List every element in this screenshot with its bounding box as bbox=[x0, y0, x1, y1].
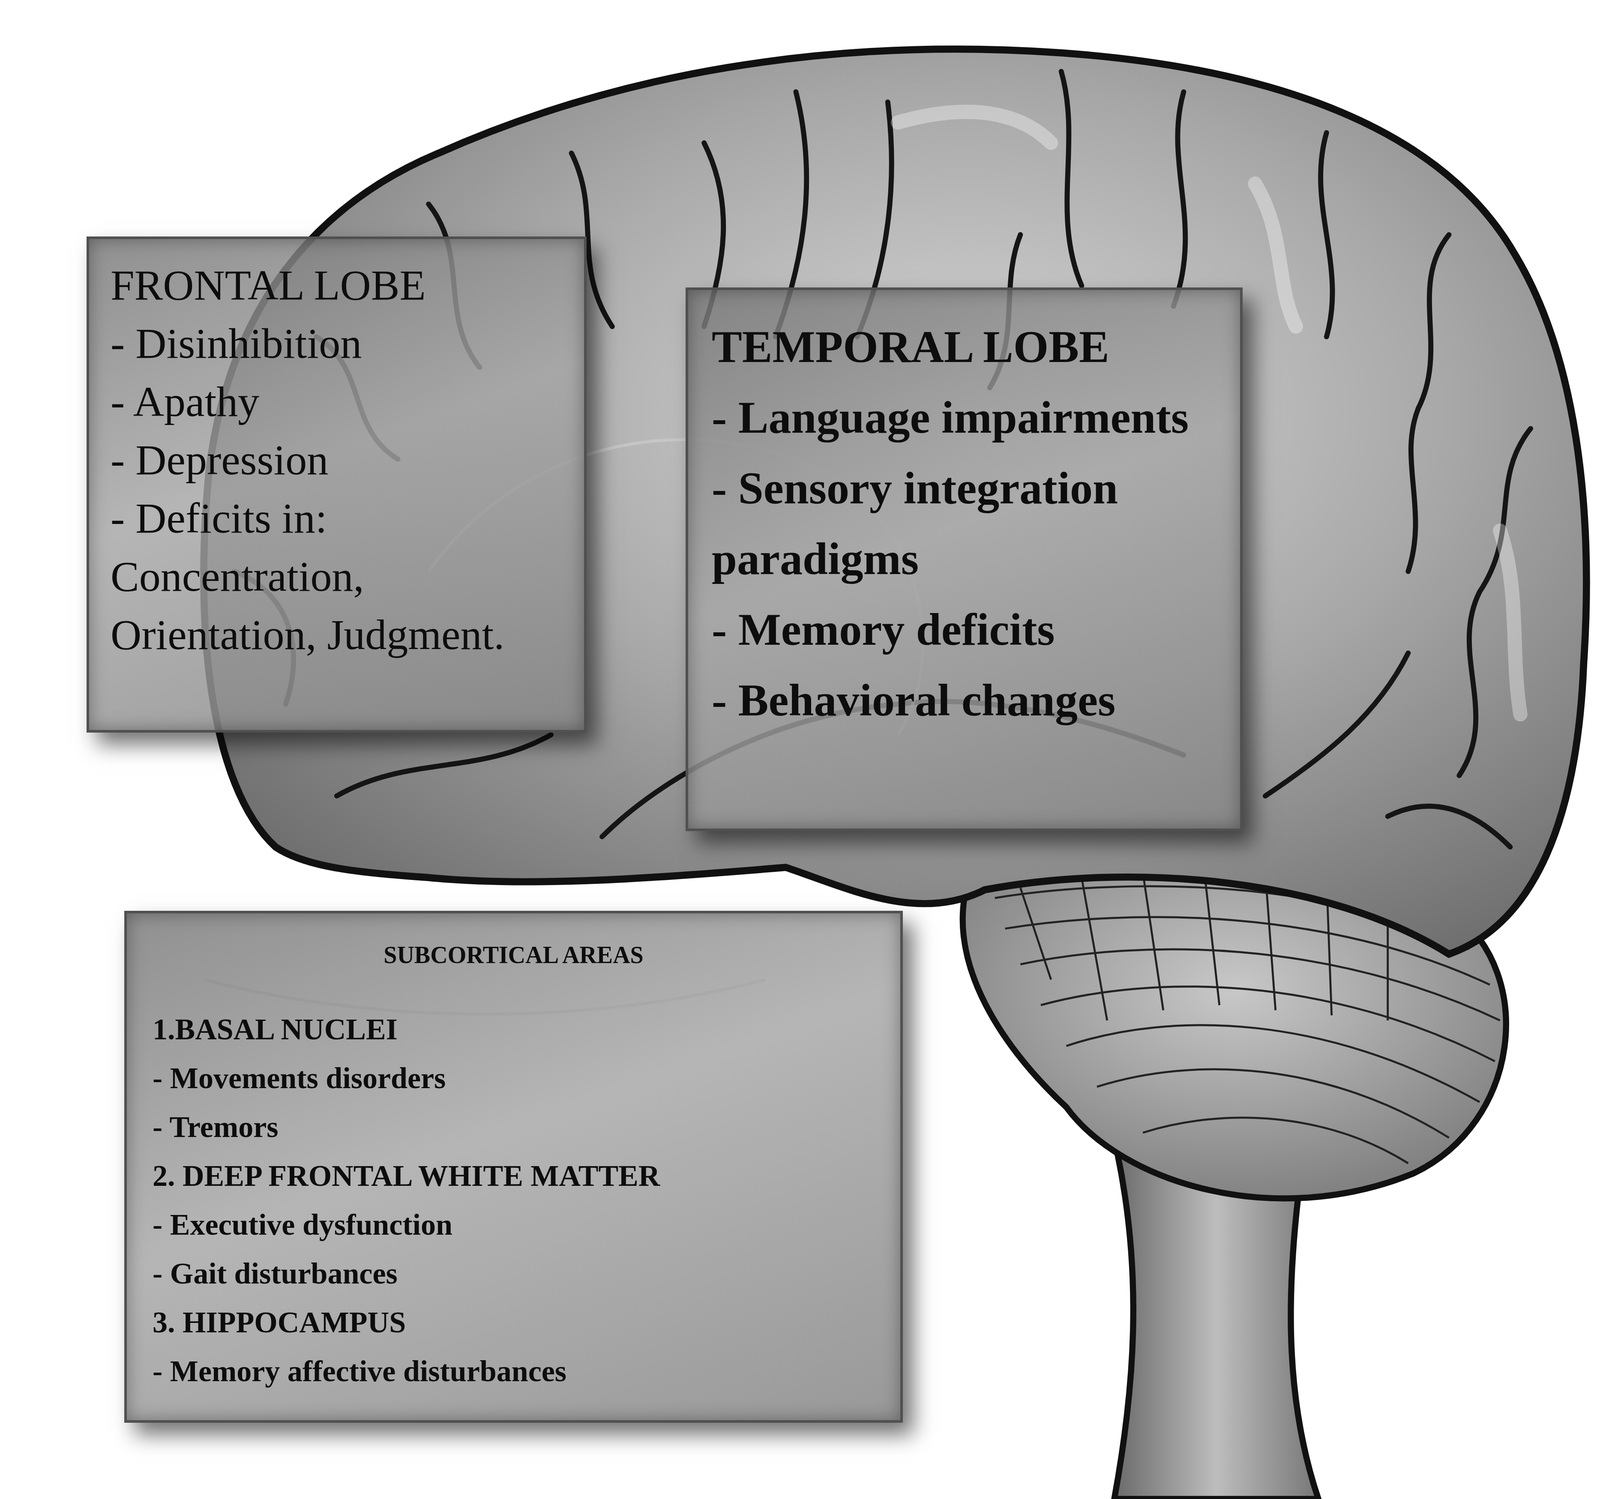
box-item: - Memory affective disturbances bbox=[152, 1347, 875, 1397]
box-item: - Sensory integration paradigms bbox=[711, 452, 1217, 595]
box-item: - Behavioral changes bbox=[711, 665, 1217, 736]
box-item: - Depression bbox=[110, 431, 563, 490]
box-item: - Deficits in: Concentration, Orientatio… bbox=[110, 489, 563, 665]
frontal-lobe-box: FRONTAL LOBE- Disinhibition- Apathy- Dep… bbox=[86, 236, 587, 733]
box-item: 1.BASAL NUCLEI bbox=[152, 1005, 875, 1055]
box-heading: FRONTAL LOBE bbox=[110, 256, 563, 315]
box-item: 3. HIPPOCAMPUS bbox=[152, 1298, 875, 1348]
box-heading: TEMPORAL LOBE bbox=[711, 311, 1217, 383]
subcortical-areas-box: SUBCORTICAL AREAS 1.BASAL NUCLEI- Movemen… bbox=[124, 910, 903, 1424]
temporal-lobe-box: TEMPORAL LOBE- Language impairments- Sen… bbox=[685, 287, 1243, 832]
box-heading: SUBCORTICAL AREAS bbox=[152, 930, 875, 980]
box-item: - Movements disorders bbox=[152, 1054, 875, 1103]
box-item: 2. DEEP FRONTAL WHITE MATTER bbox=[152, 1151, 875, 1201]
box-item: - Disinhibition bbox=[110, 314, 563, 373]
box-item: - Tremors bbox=[152, 1102, 875, 1152]
box-item: - Memory deficits bbox=[711, 594, 1217, 666]
box-item: - Executive dysfunction bbox=[152, 1200, 875, 1250]
box-item: - Gait disturbances bbox=[152, 1249, 875, 1299]
brainstem bbox=[1114, 1153, 1319, 1499]
box-item: - Apathy bbox=[110, 372, 563, 432]
box-item: - Language impairments bbox=[711, 382, 1217, 453]
